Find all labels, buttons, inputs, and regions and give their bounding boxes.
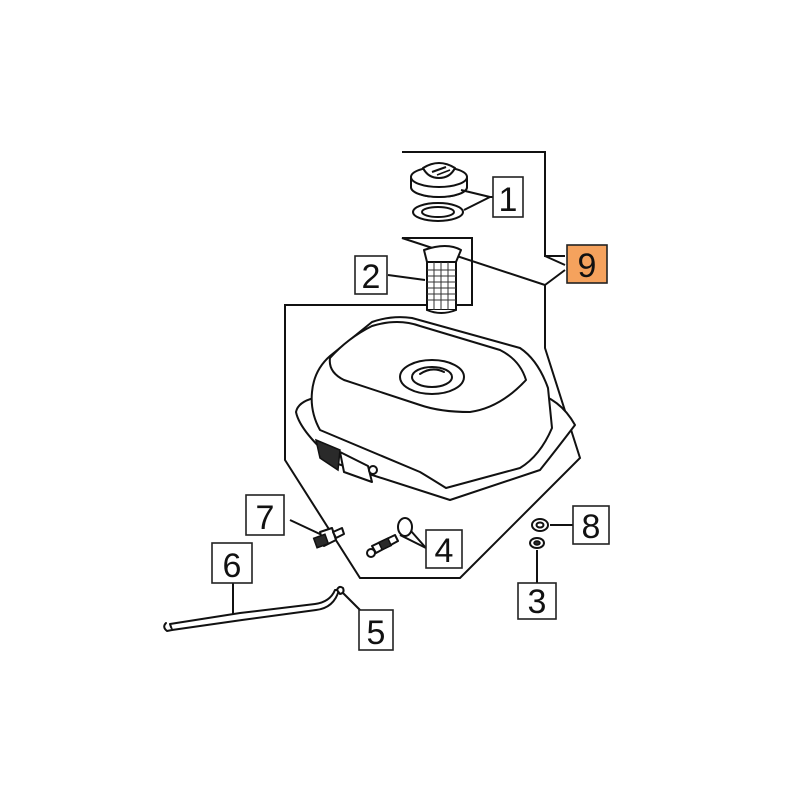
leader-1 (460, 189, 493, 211)
callout-4-label: 4 (435, 532, 454, 570)
leader-5 (342, 592, 361, 611)
washer-icon (531, 518, 549, 532)
callout-2[interactable]: 2 (354, 255, 388, 296)
callout-3-label: 3 (528, 583, 547, 621)
callout-4[interactable]: 4 (425, 529, 463, 570)
fuel-tank-icon (295, 316, 576, 501)
callout-8[interactable]: 8 (572, 505, 610, 546)
callout-2-label: 2 (362, 258, 381, 296)
callout-6-label: 6 (223, 547, 242, 585)
strainer-icon (423, 245, 462, 314)
callout-6[interactable]: 6 (211, 542, 253, 585)
callout-3[interactable]: 3 (517, 582, 557, 621)
drain-bolt-icon (289, 519, 345, 549)
fuel-hose-icon (163, 589, 340, 632)
callout-1[interactable]: 1 (492, 176, 524, 219)
leader-2 (387, 274, 426, 281)
callout-8-label: 8 (582, 508, 601, 546)
callout-5[interactable]: 5 (358, 609, 394, 652)
callout-9[interactable]: 9 (566, 244, 608, 285)
callout-1-label: 1 (499, 181, 518, 219)
hose-clip-icon (336, 585, 345, 595)
fuel-cap-icon (410, 162, 468, 198)
drain-washer-icon (529, 537, 545, 549)
assembly-outline (284, 151, 582, 579)
gasket-icon (412, 202, 464, 222)
fuel-valve-icon (366, 517, 413, 558)
callout-9-label: 9 (578, 247, 597, 285)
callout-7[interactable]: 7 (245, 494, 285, 537)
callout-7-label: 7 (256, 499, 275, 537)
callout-5-label: 5 (367, 614, 386, 652)
